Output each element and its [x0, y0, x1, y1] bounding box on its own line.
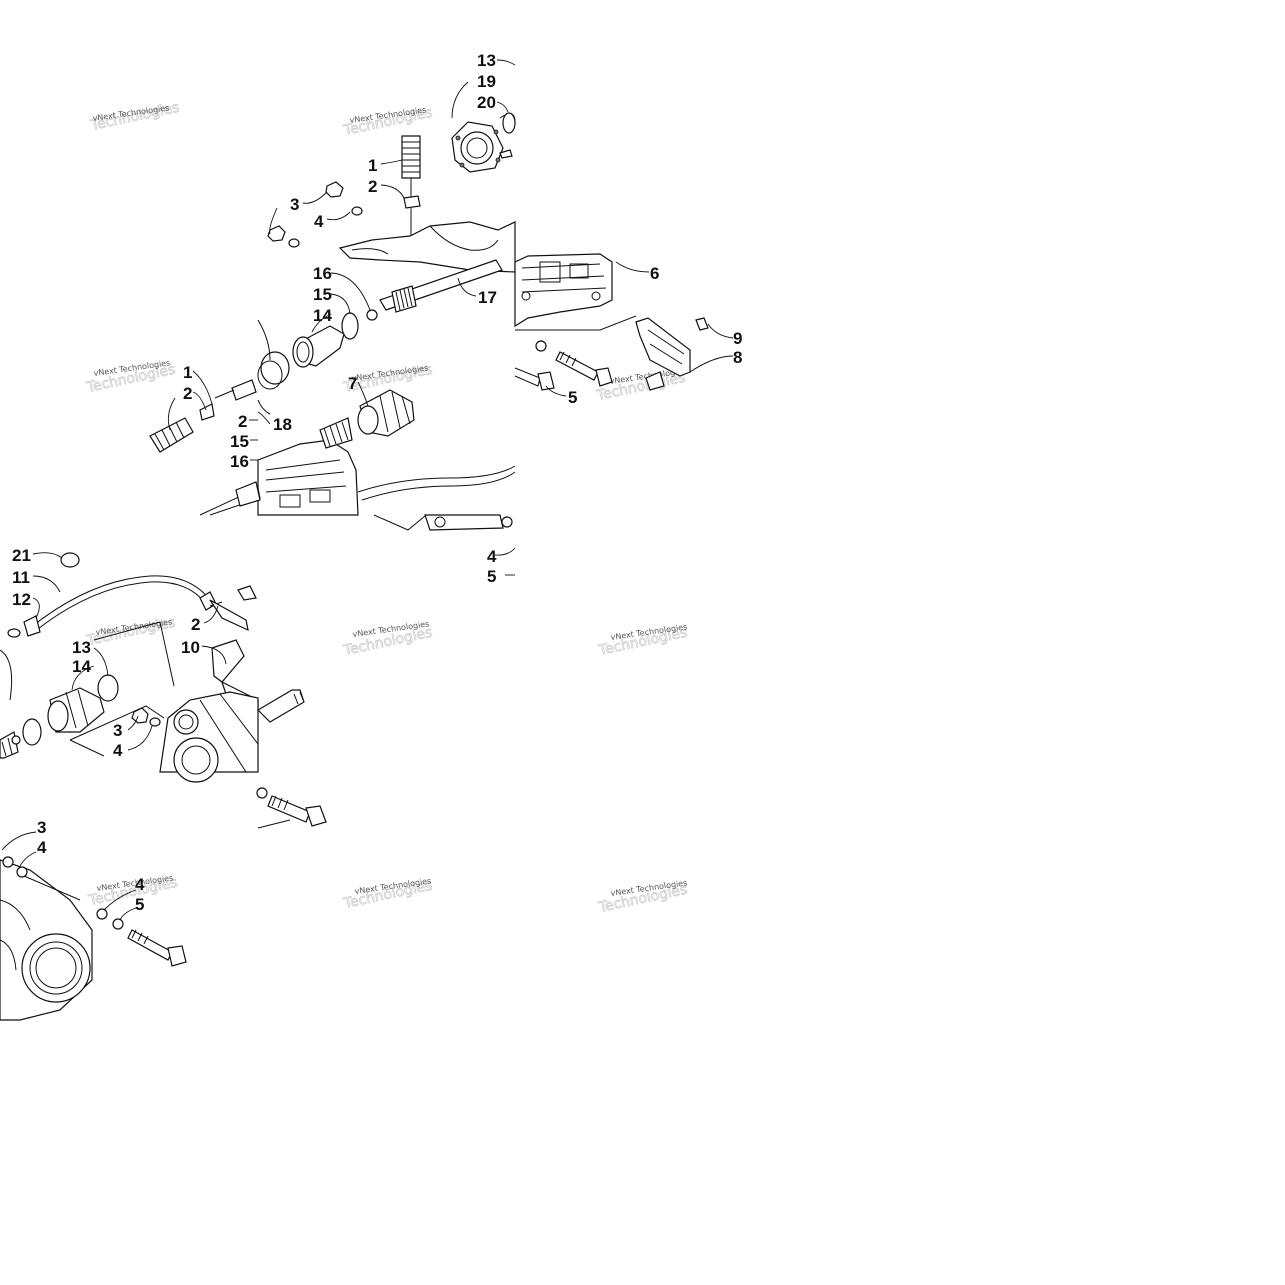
callout-16: 16 [313, 264, 332, 283]
callout-19: 19 [477, 72, 496, 91]
leader-lines [167, 59, 516, 461]
callout-14: 14 [313, 306, 332, 325]
callout-17: 17 [478, 288, 497, 307]
cable-drawing [7, 552, 223, 638]
axle-housing-drawing [338, 221, 516, 273]
transmission-drawing [199, 417, 516, 531]
callout-4: 4 [487, 547, 497, 566]
callout-20: 20 [477, 93, 496, 112]
nut-washer-drawing [267, 181, 363, 248]
callout-7: 7 [348, 374, 357, 393]
tile-right: 6 9 8 5 [514, 253, 742, 407]
ring-drawing [341, 312, 359, 340]
callout-5: 5 [487, 567, 496, 586]
callout-2: 2 [183, 384, 192, 403]
callout-13: 13 [72, 638, 91, 657]
hub-housing-drawing [0, 856, 93, 1021]
boot-drawing [292, 325, 345, 368]
callout-4: 4 [113, 741, 123, 760]
boot-drawing [357, 389, 415, 437]
watermarks: Technologies vNext Technologies Technolo… [84, 99, 689, 916]
connector-drawing [257, 689, 305, 723]
callout-9: 9 [733, 329, 742, 348]
tile-bottom: 3 4 4 5 [0, 787, 327, 1021]
callout-1: 1 [368, 156, 377, 175]
boot-drawing [401, 135, 421, 250]
callout-13: 13 [477, 51, 496, 70]
callout-11: 11 [12, 568, 30, 587]
shaft-drawing [366, 259, 503, 321]
callout-16: 16 [230, 452, 249, 471]
bolt-drawing [96, 908, 187, 967]
bolt-drawing [514, 340, 613, 391]
callout-10: 10 [181, 638, 200, 657]
callout-21: 21 [12, 546, 31, 565]
callout-8: 8 [733, 348, 742, 367]
ring-drawing [257, 351, 290, 390]
callout-5: 5 [135, 895, 144, 914]
engine-case-drawing [514, 253, 637, 331]
callout-4: 4 [37, 838, 47, 857]
assembly-outline [0, 621, 175, 757]
boot-drawing [0, 674, 119, 759]
bolt-drawing [256, 787, 327, 829]
flange-housing-drawing [451, 112, 516, 173]
callout-3: 3 [113, 721, 122, 740]
callout-3: 3 [290, 195, 299, 214]
leader-lines [1, 831, 137, 921]
callout-1: 1 [183, 363, 192, 382]
callout-2: 2 [368, 177, 377, 196]
joint-drawing [149, 319, 271, 453]
tile-left: 4 5 21 11 12 2 10 13 14 3 4 [0, 546, 516, 783]
leader-lines [32, 547, 516, 751]
bracket-drawing [635, 317, 709, 391]
callout-15: 15 [230, 432, 249, 451]
bracket-drawing [209, 585, 259, 707]
callout-6: 6 [650, 264, 659, 283]
gear-housing-drawing [159, 691, 259, 783]
callout-4: 4 [314, 212, 324, 231]
callout-2: 2 [191, 615, 200, 634]
callout-2: 2 [238, 412, 247, 431]
callout-12: 12 [12, 590, 31, 609]
tile-top: 13 19 20 1 2 3 4 16 15 14 17 1 2 7 2 18 … [149, 51, 516, 531]
callout-5: 5 [568, 388, 577, 407]
callout-15: 15 [313, 285, 332, 304]
callout-4: 4 [135, 875, 145, 894]
callout-3: 3 [37, 818, 46, 837]
leader-lines [545, 261, 734, 397]
callout-18: 18 [273, 415, 292, 434]
callout-14: 14 [72, 657, 91, 676]
